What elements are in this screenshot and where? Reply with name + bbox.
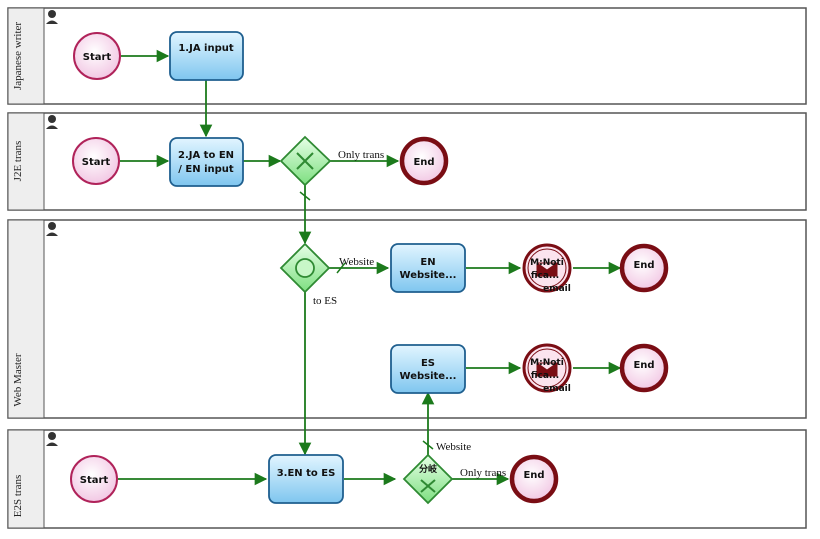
- task-label-line1: ES: [421, 358, 435, 369]
- end-event[interactable]: End: [399, 136, 449, 186]
- task-label: 3.EN to ES: [277, 468, 336, 479]
- message-label-line2: fica...: [531, 271, 559, 281]
- end-event-label: End: [523, 470, 544, 481]
- start-event-label: Start: [83, 52, 112, 63]
- default-flow-marker: [336, 262, 346, 274]
- start-event[interactable]: Start: [70, 455, 118, 503]
- performer-icon: [46, 10, 58, 24]
- x-icon: [296, 152, 314, 170]
- x-icon: [420, 479, 436, 493]
- gateway-exclusive[interactable]: [279, 135, 332, 187]
- task-en-website[interactable]: EN Website...: [390, 243, 466, 293]
- lane-title-web-master: Web Master: [12, 353, 24, 407]
- circle-icon: [295, 258, 315, 278]
- task-label-line2: / EN input: [178, 164, 234, 175]
- performer-icon: [46, 115, 58, 129]
- gateway-branch[interactable]: 分岐: [402, 453, 454, 505]
- task-ja-to-en[interactable]: 2.JA to EN / EN input: [169, 137, 244, 187]
- envelope-icon: [536, 362, 558, 377]
- task-es-website[interactable]: ES Website...: [390, 344, 466, 394]
- gateway-label: 分岐: [419, 463, 438, 475]
- end-event-label: End: [633, 360, 654, 371]
- flow-label-website: Website: [436, 441, 471, 453]
- performer-icon: [46, 222, 58, 236]
- task-ja-input[interactable]: 1.JA input: [169, 31, 244, 81]
- flow-label-only-trans: Only trans: [338, 149, 384, 161]
- end-event[interactable]: End: [619, 343, 669, 393]
- flow-label-only-trans: Only trans: [460, 467, 506, 479]
- default-flow-marker: [299, 191, 311, 201]
- default-flow-marker: [422, 440, 434, 450]
- message-label-line3: email: [543, 384, 571, 394]
- lane-e2s-trans: E2S trans: [7, 429, 807, 529]
- end-event[interactable]: End: [619, 243, 669, 293]
- start-event[interactable]: Start: [73, 32, 121, 80]
- end-event-label: End: [413, 157, 434, 168]
- lane-title-e2s-trans: E2S trans: [12, 475, 24, 517]
- start-event[interactable]: Start: [72, 137, 120, 185]
- flow-label-to-es: to ES: [313, 295, 337, 307]
- task-en-to-es[interactable]: 3.EN to ES: [268, 454, 344, 504]
- start-event-label: Start: [82, 157, 111, 168]
- message-label-line1: M:Noti: [530, 358, 564, 368]
- message-event-email[interactable]: M:Noti fica... email: [522, 243, 572, 294]
- task-label-line1: EN: [420, 257, 435, 268]
- message-label-line2: fica...: [531, 371, 559, 381]
- flow-label-website: Website: [339, 256, 374, 268]
- lane-title-j2e-trans: J2E trans: [12, 141, 24, 182]
- lane-title-japanese-writer: Japanese writer: [12, 22, 24, 90]
- task-label-line2: Website...: [400, 270, 457, 281]
- gateway-event-based[interactable]: [279, 242, 331, 294]
- message-label-line1: M:Noti: [530, 258, 564, 268]
- message-label-line3: email: [543, 284, 571, 294]
- start-event-label: Start: [80, 475, 109, 486]
- message-event-email[interactable]: M:Noti fica... email: [522, 343, 572, 394]
- envelope-icon: [536, 262, 558, 277]
- performer-icon: [46, 432, 58, 446]
- task-label-line1: 2.JA to EN: [178, 150, 234, 161]
- lane-j2e-trans: J2E trans: [7, 112, 807, 211]
- task-label: 1.JA input: [178, 43, 234, 54]
- end-event-label: End: [633, 260, 654, 271]
- end-event[interactable]: End: [509, 454, 559, 504]
- task-label-line2: Website...: [400, 371, 457, 382]
